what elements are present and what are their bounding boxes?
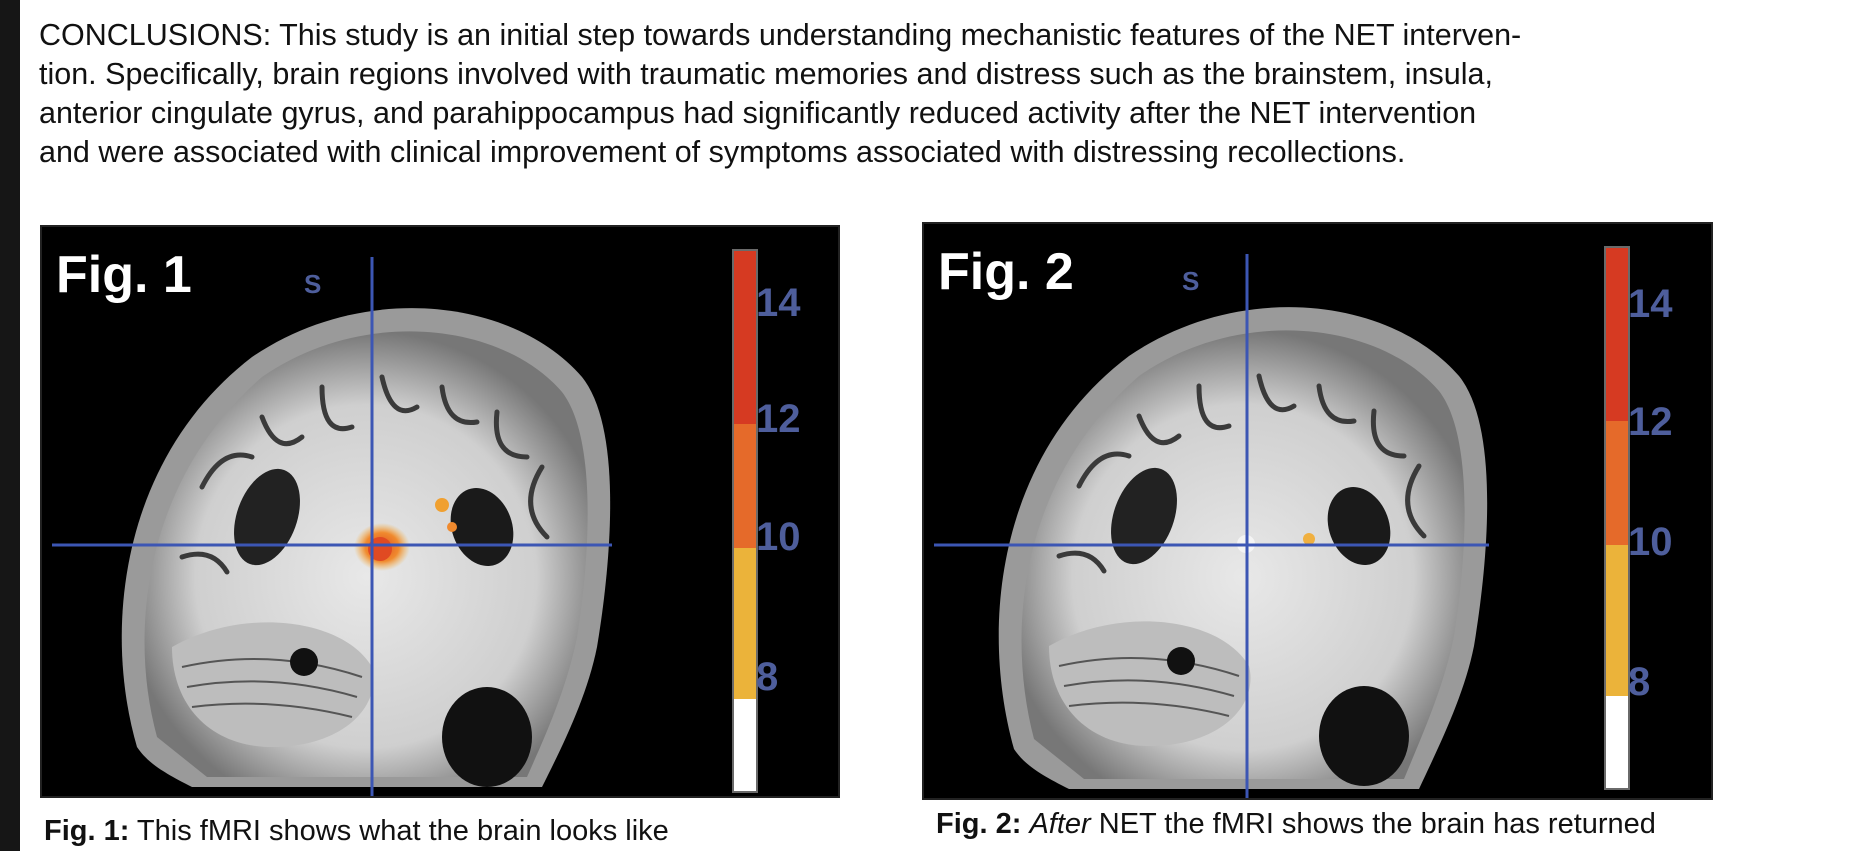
scale-segment-high (1606, 248, 1628, 421)
figure-title: Fig. 1 (56, 246, 192, 304)
conclusions-line: anterior cingulate gyrus, and parahippoc… (39, 96, 1477, 130)
scale-label: 10 (1628, 520, 1673, 564)
conclusions-line: CONCLUSIONS: This study is an initial st… (39, 18, 1522, 52)
color-scale-bar (732, 249, 758, 793)
caption-label: Fig. 2: (936, 808, 1022, 840)
conclusions-line: and were associated with clinical improv… (39, 135, 1406, 169)
document-page: CONCLUSIONS: This study is an initial st… (20, 0, 1857, 851)
orientation-label: S (1182, 266, 1200, 296)
conclusions-line: tion. Specifically, brain regions involv… (39, 57, 1493, 91)
caption-label: Fig. 1: (44, 815, 130, 847)
scale-segment-mid (1606, 420, 1628, 545)
scale-label: 12 (1628, 400, 1673, 444)
scale-segment-base (734, 699, 756, 791)
scale-label: 8 (756, 655, 779, 699)
figure-1-caption: Fig. 1: This fMRI shows what the brain l… (44, 815, 669, 848)
caption-text: This fMRI shows what the brain looks lik… (129, 815, 669, 847)
figure-title: Fig. 2 (938, 243, 1074, 301)
scale-label: 12 (756, 397, 801, 441)
scale-segment-base (1606, 696, 1628, 788)
scale-segment-low (734, 548, 756, 700)
scale-segment-mid (734, 423, 756, 548)
scale-label: 14 (756, 281, 801, 325)
scale-segment-high (734, 251, 756, 424)
scale-label: 10 (756, 515, 801, 559)
figure-2-caption: Fig. 2: After NET the fMRI shows the bra… (936, 808, 1656, 841)
caption-text: NET the fMRI shows the brain has returne… (1090, 808, 1656, 840)
brain-scan-illustration (52, 257, 612, 796)
scale-segment-low (1606, 545, 1628, 697)
orientation-label: S (304, 269, 322, 299)
color-scale-bar (1604, 246, 1630, 790)
scale-label: 14 (1628, 282, 1673, 326)
caption-emphasis: After (1029, 808, 1091, 840)
scale-label: 8 (1628, 660, 1651, 704)
brain-scan-illustration (934, 254, 1489, 798)
conclusions-paragraph: CONCLUSIONS: This study is an initial st… (39, 16, 1759, 172)
figure-1-fmri-image: Fig. 1 S 14 12 10 8 (40, 225, 840, 798)
figure-2-fmri-image: Fig. 2 S 14 12 10 8 (922, 222, 1713, 800)
